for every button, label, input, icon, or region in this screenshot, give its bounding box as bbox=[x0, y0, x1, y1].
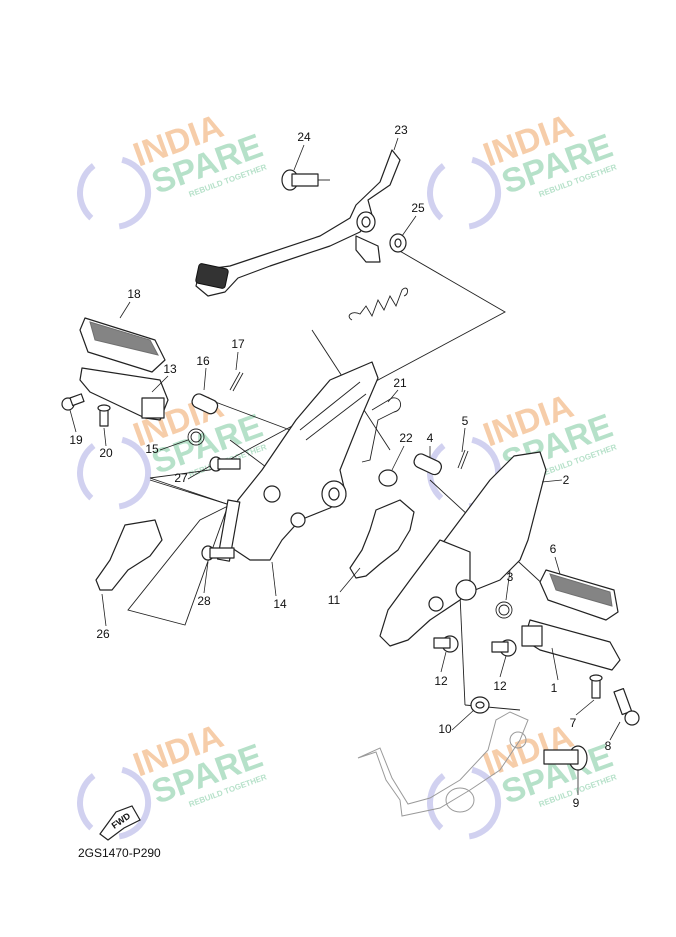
callout-leader-line bbox=[271, 561, 277, 597]
callout-label: 16 bbox=[196, 354, 210, 368]
callout-leader-line bbox=[339, 567, 361, 593]
callout-leader-line bbox=[69, 409, 77, 433]
footrest-stay-14 bbox=[216, 361, 379, 562]
cotter-pin-5 bbox=[457, 449, 469, 470]
callout-leader-line bbox=[391, 445, 405, 471]
spring-15 bbox=[187, 428, 205, 446]
pivot-bolt-25 bbox=[281, 169, 330, 191]
callout-label: 23 bbox=[394, 123, 408, 137]
callout-leader-line bbox=[101, 593, 107, 627]
callout-leader-line bbox=[187, 465, 211, 480]
washer-26 bbox=[389, 233, 407, 253]
diagram-code: 2GS1470-P290 bbox=[78, 846, 161, 860]
callout-leader-line bbox=[461, 427, 466, 453]
callout-label: 27 bbox=[174, 471, 188, 485]
pin-16 bbox=[191, 393, 219, 415]
footrest-stay-right bbox=[379, 539, 477, 647]
callout-label: 22 bbox=[399, 431, 413, 445]
callout-leader-line bbox=[401, 215, 417, 237]
bolt-8 bbox=[613, 687, 640, 726]
bolt-28-lower bbox=[201, 545, 235, 561]
watermark-wrench-icon bbox=[427, 765, 502, 840]
callout-label: 7 bbox=[570, 716, 577, 730]
callout-label: 9 bbox=[573, 796, 580, 810]
callout-leader-line bbox=[451, 709, 475, 731]
guard-27 bbox=[95, 519, 163, 591]
callout-leader-line bbox=[235, 351, 239, 371]
callout-label: 25 bbox=[411, 201, 425, 215]
callout-label: 4 bbox=[427, 431, 434, 445]
bolt-28-upper bbox=[209, 456, 241, 472]
callout-label: 21 bbox=[393, 376, 407, 390]
callout-label: 10 bbox=[438, 722, 452, 736]
callout-label: 11 bbox=[328, 593, 341, 607]
callout-leader-line bbox=[103, 427, 107, 447]
footrest-bracket-13 bbox=[79, 367, 169, 421]
bolt-7 bbox=[589, 674, 603, 699]
callout-label: 28 bbox=[197, 594, 211, 608]
callout-leader-line bbox=[119, 301, 131, 319]
callout-label: 2 bbox=[563, 473, 570, 487]
callout-label: 5 bbox=[462, 414, 469, 428]
callout-label: 26 bbox=[96, 627, 110, 641]
brake-pedal-23 bbox=[195, 149, 401, 297]
callout-label: 1 bbox=[551, 681, 558, 695]
bolt-12-right bbox=[491, 639, 517, 657]
callout-label: 15 bbox=[145, 442, 159, 456]
callout-label: 12 bbox=[434, 674, 448, 688]
callout-label: 18 bbox=[127, 287, 141, 301]
callout-label: 6 bbox=[550, 542, 557, 556]
callout-leader-line bbox=[551, 647, 559, 681]
watermark-wrench-icon bbox=[427, 155, 502, 230]
callout-label: 24 bbox=[297, 130, 311, 144]
callout-leader-line bbox=[293, 144, 305, 171]
bolt-19 bbox=[97, 404, 111, 427]
bolt-22 bbox=[378, 469, 398, 487]
callout-leader-line bbox=[387, 389, 399, 403]
callout-label: 19 bbox=[69, 433, 83, 447]
callout-leader-line bbox=[203, 367, 207, 391]
pin-4 bbox=[413, 453, 443, 476]
bracket-21 bbox=[361, 397, 401, 463]
footrest-1 bbox=[521, 619, 621, 671]
cover-11 bbox=[349, 499, 415, 579]
callout-label: 17 bbox=[231, 337, 245, 351]
assembly-lines bbox=[127, 249, 561, 711]
callout-label: 12 bbox=[493, 679, 507, 693]
watermark-wrench-icon bbox=[77, 435, 152, 510]
callout-leader-line bbox=[609, 721, 621, 741]
return-spring-24 bbox=[348, 287, 409, 321]
bolt-20 bbox=[61, 393, 85, 411]
callout-leader-line bbox=[159, 439, 189, 451]
callout-leader-line bbox=[505, 569, 511, 601]
callout-label: 13 bbox=[163, 362, 177, 376]
footrest-rubber-6 bbox=[539, 569, 619, 621]
callout-leader-line bbox=[393, 137, 399, 151]
callout-leader-line bbox=[499, 655, 507, 678]
callout-leader-line bbox=[575, 699, 595, 716]
footrest-rubber-18 bbox=[79, 317, 166, 373]
fwd-arrow-icon: FWD bbox=[99, 805, 141, 841]
spring-3 bbox=[495, 601, 513, 619]
bolt-12-left bbox=[433, 635, 459, 653]
callout-label: 14 bbox=[273, 597, 287, 611]
callout-label: 20 bbox=[99, 446, 113, 460]
callout-label: 3 bbox=[507, 570, 514, 584]
callout-leader-line bbox=[440, 651, 447, 673]
callout-leader-line bbox=[203, 561, 209, 594]
ghost-shift-pedal bbox=[357, 711, 529, 817]
cotter-pin-17 bbox=[229, 371, 244, 392]
callout-leader-line bbox=[541, 479, 563, 483]
washer-10 bbox=[470, 696, 490, 714]
watermark-wrench-icon bbox=[77, 765, 152, 840]
callout-leader-line bbox=[151, 375, 169, 393]
callout-leader-line bbox=[554, 556, 561, 575]
callout-label: 8 bbox=[605, 739, 612, 753]
watermark-wrench-icon bbox=[77, 155, 152, 230]
